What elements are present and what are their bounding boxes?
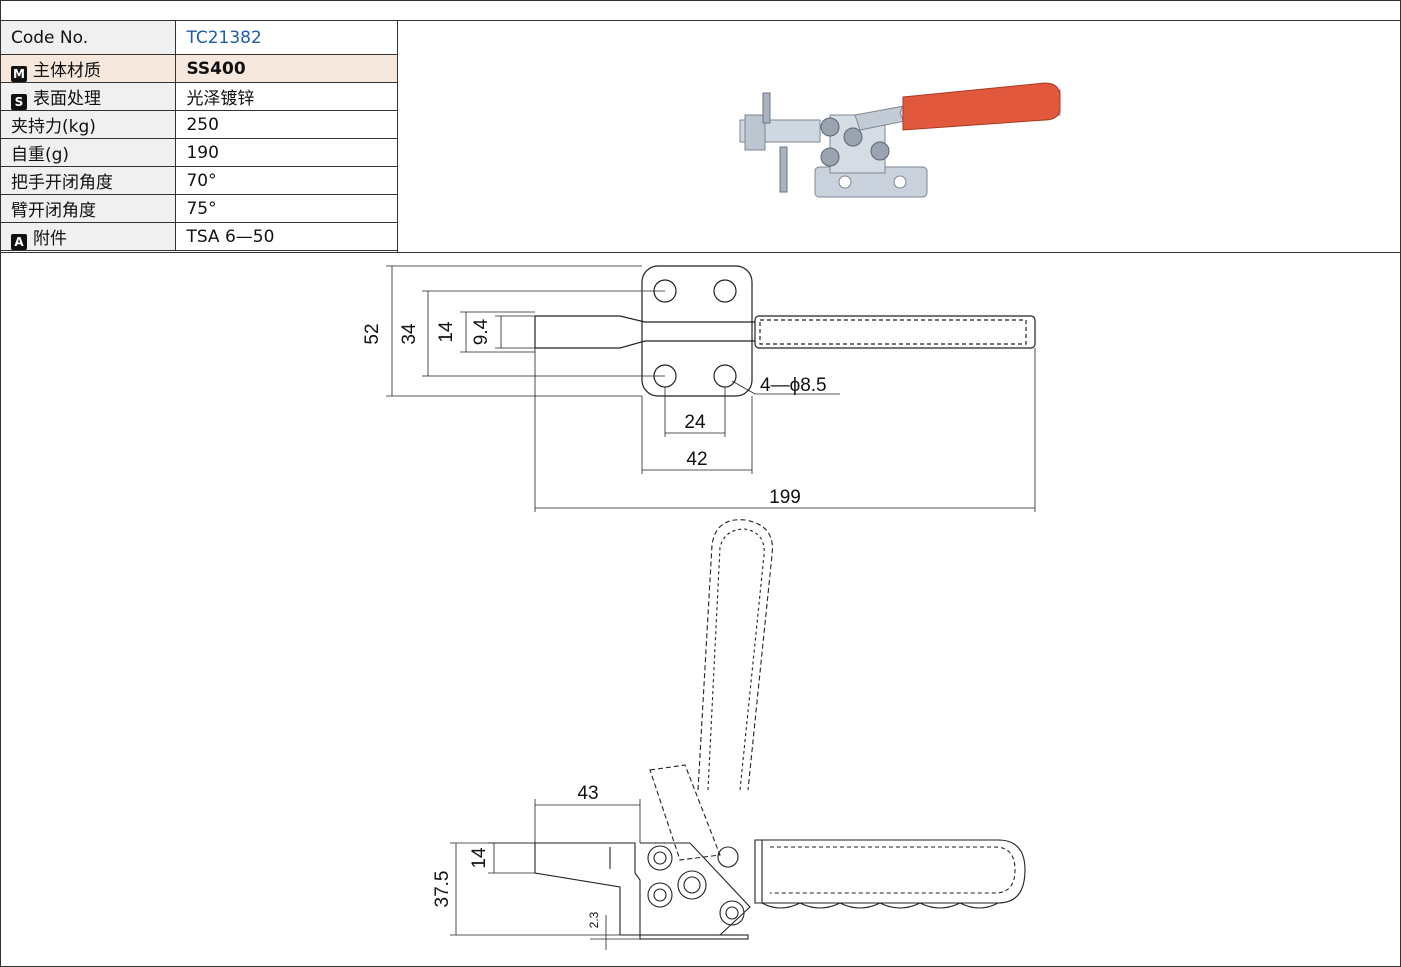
dim-total-height: 52: [362, 323, 383, 344]
mount-hole-icon: [713, 364, 737, 388]
spec-label: 把手开闭角度: [0, 166, 177, 195]
mount-hole-icon: [713, 279, 737, 303]
pivot-pin-icon: [647, 845, 673, 871]
column-divider: [397, 20, 398, 252]
spec-label: 附件: [33, 228, 67, 249]
spec-row-handle-angle: 把手开闭角度 70°: [0, 166, 398, 195]
section-divider: [0, 252, 1401, 253]
dim-slot-outer: 14: [436, 321, 457, 343]
handle-outline: [754, 839, 1026, 904]
spec-value: SS400: [175, 54, 398, 83]
spec-value: 190: [175, 138, 398, 167]
code-number: TC21382: [175, 20, 398, 55]
accessory-badge-icon: A: [11, 233, 27, 250]
base-plate: [641, 265, 753, 397]
dim-total-length: 199: [769, 487, 801, 508]
surface-badge-icon: S: [11, 93, 27, 110]
handle-outline: [754, 315, 1036, 349]
dim-base-thickness: 2.3: [587, 911, 601, 928]
pivot-pin-icon: [719, 900, 745, 926]
dim-hole-pitch-h: 24: [684, 412, 706, 433]
spec-label: Code No.: [0, 20, 177, 55]
spec-label: 臂开闭角度: [0, 194, 177, 223]
dim-height: 37.5: [432, 871, 453, 908]
dim-arm-reach: 43: [577, 783, 598, 804]
top-view-drawing: 52 34 14 9.4 24 42 199 4—ϕ8.5: [362, 265, 1036, 512]
raised-handle-outline: [697, 519, 774, 791]
spec-row-surface: S 表面处理 光泽镀锌: [0, 82, 398, 111]
hole-callout: 4—ϕ8.5: [760, 375, 827, 396]
spec-label: 主体材质: [33, 60, 101, 81]
dim-hole-pitch-v: 34: [399, 323, 420, 345]
material-badge-icon: M: [11, 65, 27, 82]
pivot-pin-icon: [677, 870, 707, 900]
spec-value: 70°: [175, 166, 398, 195]
spec-row-arm-angle: 臂开闭角度 75°: [0, 194, 398, 223]
spec-label: 自重(g): [0, 138, 177, 167]
spec-value: 250: [175, 110, 398, 139]
spec-row-clamp-force: 夹持力(kg) 250: [0, 110, 398, 139]
spec-label: 夹持力(kg): [0, 110, 177, 139]
product-photo: [739, 82, 1061, 198]
pivot-pin-icon: [647, 882, 673, 908]
spec-row-material: M 主体材质 SS400: [0, 54, 398, 83]
side-view-drawing: 43 14 37.5 2.3: [432, 519, 1026, 950]
spec-value: 75°: [175, 194, 398, 223]
spec-row-weight: 自重(g) 190: [0, 138, 398, 167]
spec-value: TSA 6—50: [175, 222, 398, 251]
top-rule: [0, 20, 1401, 21]
spec-row-accessory: A 附件 TSA 6—50: [0, 222, 398, 251]
spec-label: 表面处理: [33, 88, 101, 109]
dim-base-width: 42: [686, 449, 707, 470]
spec-value: 光泽镀锌: [175, 82, 398, 111]
dim-arm-thickness: 14: [469, 847, 490, 869]
dim-slot-inner: 9.4: [471, 318, 492, 345]
spec-row-code: Code No. TC21382: [0, 20, 398, 55]
